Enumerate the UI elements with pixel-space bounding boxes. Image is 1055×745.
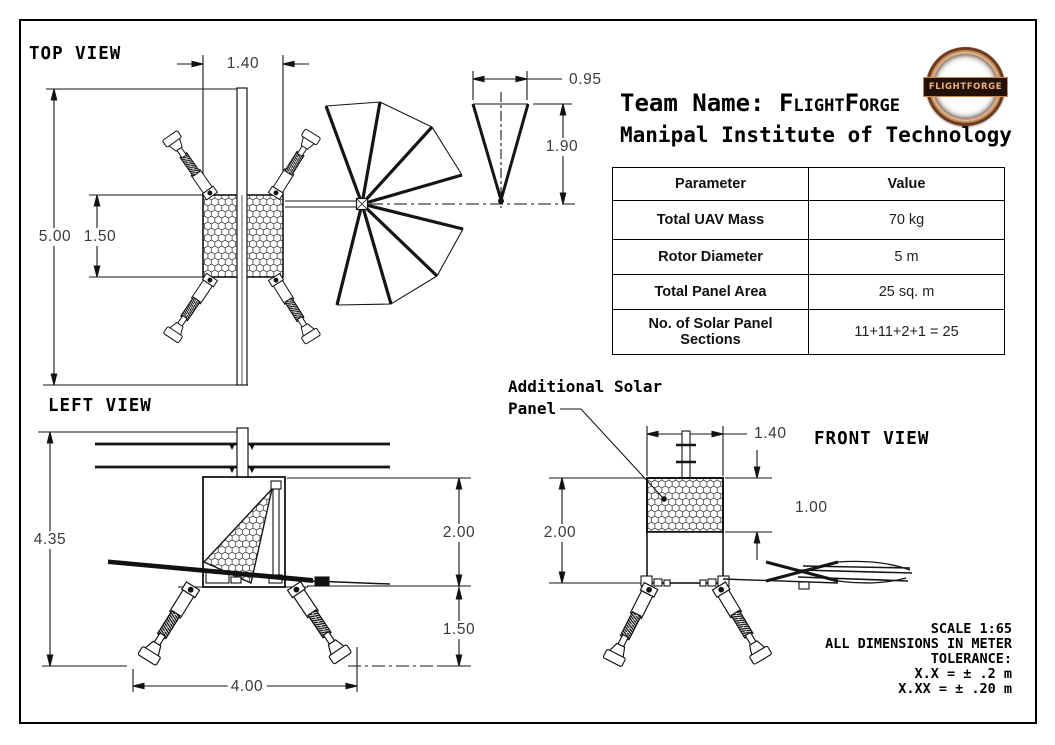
rotor-blade-detail — [471, 71, 572, 208]
top-view-drawing — [43, 55, 578, 386]
param-cell: No. of Solar Panel Sections — [612, 309, 809, 355]
landing-leg — [162, 271, 220, 344]
rotor-boom — [285, 200, 356, 208]
dim-left-track: 4.00 — [227, 678, 267, 696]
table-row: Rotor Diameter 5 m — [612, 239, 1005, 275]
note-line-1: Additional Solar — [508, 377, 663, 396]
value-cell: 11+11+2+1 = 25 — [808, 309, 1005, 355]
dim-blade-width: 0.95 — [566, 71, 605, 89]
additional-solar-panel-note: Additional Solar Panel — [508, 376, 662, 420]
uav-body-front — [646, 531, 724, 584]
dim-top-width: 1.40 — [223, 55, 263, 73]
tail-hub-side — [314, 576, 330, 587]
dim-top-body: 1.50 — [80, 228, 120, 246]
top-view-label: TOP VIEW — [29, 44, 122, 64]
left-view-dimension-lines — [38, 431, 471, 692]
param-cell: Total UAV Mass — [612, 200, 809, 240]
table-row: Total Panel Area 25 sq. m — [612, 274, 1005, 310]
rotor-fan — [324, 101, 464, 306]
table-row: No. of Solar Panel Sections 11+11+2+1 = … — [612, 309, 1005, 355]
dim-front-body: 2.00 — [540, 524, 580, 542]
institute-name: Manipal Institute of Technology — [620, 123, 1012, 147]
value-cell: 25 sq. m — [808, 274, 1005, 310]
left-view-label: LEFT VIEW — [48, 396, 152, 416]
landing-leg — [602, 580, 661, 668]
value-cell: 70 kg — [808, 200, 1005, 240]
param-cell: Total Panel Area — [612, 274, 809, 310]
left-view-drawing — [38, 427, 471, 692]
team-name-line: Team Name: FlightForge — [620, 89, 900, 117]
dim-front-width: 1.40 — [751, 425, 790, 443]
landing-leg — [709, 580, 773, 666]
scale-note: SCALE 1:65 — [930, 621, 1012, 637]
solar-panel-leader — [560, 408, 667, 502]
parameter-table: Parameter Value Total UAV Mass 70 kg Rot… — [612, 167, 1005, 355]
flightforge-logo: FLIGHTFORGE — [923, 47, 1008, 126]
sheet-border — [19, 19, 1037, 724]
rotor-mast-top — [236, 87, 248, 386]
table-header-parameter: Parameter — [612, 167, 809, 201]
units-note: ALL DIMENSIONS IN METER — [825, 635, 1012, 652]
dim-top-overall: 5.00 — [35, 228, 75, 246]
note-line-2: Panel — [508, 399, 557, 418]
logo-text: FLIGHTFORGE — [928, 82, 1003, 92]
dim-front-panel: 1.00 — [792, 499, 831, 517]
landing-leg — [265, 271, 322, 345]
front-view-drawing — [549, 408, 913, 668]
table-header-value: Value — [808, 167, 1005, 201]
front-view-label: FRONT VIEW — [814, 429, 930, 449]
value-cell: 5 m — [808, 239, 1005, 275]
dim-left-leg: 1.50 — [439, 621, 479, 639]
table-row: Total UAV Mass 70 kg — [612, 200, 1005, 240]
landing-leg — [161, 129, 220, 202]
rotor-mast-front — [676, 430, 696, 479]
team-name-value: FlightForge — [778, 89, 900, 117]
additional-solar-panel — [646, 477, 724, 533]
dim-blade-length: 1.90 — [542, 138, 582, 156]
dim-left-overall: 4.35 — [30, 531, 70, 549]
tolerance-2: X.XX = ± .20 m — [898, 680, 1012, 697]
logo-banner: FLIGHTFORGE — [923, 77, 1008, 97]
main-rotor-side — [95, 427, 390, 479]
landing-leg — [265, 128, 322, 202]
folded-blade — [108, 559, 313, 583]
param-cell: Rotor Diameter — [612, 239, 809, 275]
landing-leg — [284, 579, 353, 665]
tail-rotor-front — [722, 560, 913, 590]
drawing-notes: SCALE 1:65 ALL DIMENSIONS IN METER TOLER… — [825, 622, 1012, 697]
tolerance-1: X.X = ± .2 m — [914, 665, 1012, 682]
tolerance-title: TOLERANCE: — [930, 650, 1012, 667]
dim-left-body: 2.00 — [439, 524, 479, 542]
team-name-label: Team Name: — [620, 89, 779, 117]
landing-leg — [137, 579, 203, 667]
